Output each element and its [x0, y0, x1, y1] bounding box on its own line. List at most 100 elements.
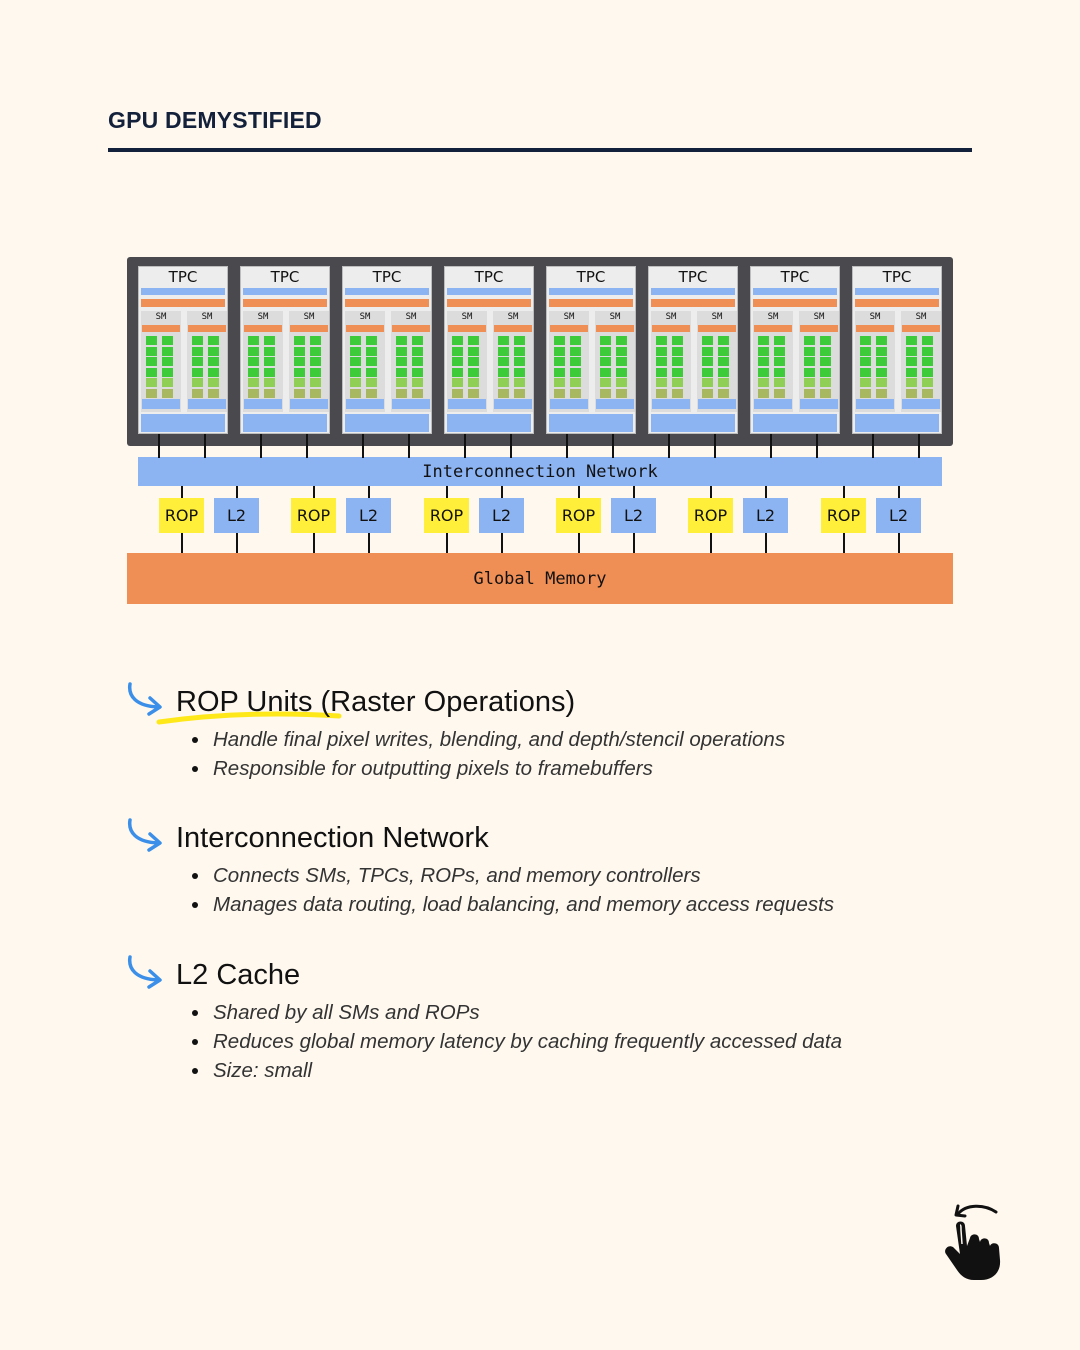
- core-cell: [146, 357, 157, 366]
- core-cell: [366, 378, 377, 387]
- l2-cache-unit: L2: [479, 498, 524, 533]
- curved-arrow-icon: [127, 682, 162, 716]
- core-cell: [616, 336, 627, 345]
- core-cell: [860, 378, 871, 387]
- core-cell: [616, 388, 627, 398]
- sm-blue-bar: [494, 399, 532, 409]
- core-cell: [702, 357, 713, 366]
- sm-blue-bar: [800, 399, 838, 409]
- core-cell: [820, 378, 831, 387]
- bullet-list: Connects SMs, TPCs, ROPs, and memory con…: [190, 861, 834, 919]
- core-cell: [468, 378, 479, 387]
- sm-blue-bar: [188, 399, 226, 409]
- sm-blue-bar: [652, 399, 690, 409]
- connector-line: [446, 486, 448, 499]
- sm-orange-bar: [698, 325, 736, 332]
- core-cell: [820, 346, 831, 356]
- list-item: Reduces global memory latency by caching…: [190, 1027, 842, 1056]
- sm-orange-bar: [290, 325, 328, 332]
- core-cell: [656, 357, 667, 366]
- rop-unit: ROP: [821, 498, 866, 533]
- core-cell: [264, 367, 275, 377]
- core-cell: [600, 367, 611, 377]
- core-cell: [498, 388, 509, 398]
- curved-arrow-icon: [127, 955, 162, 989]
- sm-label: SM: [813, 312, 825, 322]
- connector-line: [158, 434, 160, 458]
- connector-line: [765, 532, 767, 553]
- connector-line: [770, 434, 772, 458]
- interconnection-network: Interconnection Network: [138, 457, 942, 486]
- core-cell: [468, 357, 479, 366]
- connector-line: [501, 486, 503, 499]
- rop-unit: ROP: [424, 498, 469, 533]
- sm-blue-bar: [244, 399, 282, 409]
- connector-line: [362, 434, 364, 458]
- core-cell: [616, 346, 627, 356]
- core-cell: [922, 388, 933, 398]
- tpc-label: TPC: [270, 268, 300, 286]
- core-cell: [264, 378, 275, 387]
- core-cell: [570, 367, 581, 377]
- connector-line: [633, 486, 635, 499]
- connector-line: [313, 486, 315, 499]
- sm-block: SM: [595, 311, 635, 412]
- core-cell: [310, 346, 321, 356]
- core-cell: [264, 388, 275, 398]
- connector-line: [633, 532, 635, 553]
- sm-label: SM: [155, 312, 167, 322]
- rop-unit: ROP: [291, 498, 336, 533]
- tpc-blue-bar: [243, 288, 327, 295]
- core-cell: [860, 346, 871, 356]
- core-cell: [922, 378, 933, 387]
- core-cell: [452, 346, 463, 356]
- tpc-orange-bar: [651, 299, 735, 307]
- tpc-label: TPC: [576, 268, 606, 286]
- bullet-list: Handle final pixel writes, blending, and…: [190, 725, 785, 783]
- core-cell: [922, 367, 933, 377]
- core-cell: [208, 388, 219, 398]
- tpc-label: TPC: [780, 268, 810, 286]
- sm-label: SM: [201, 312, 213, 322]
- core-cell: [758, 336, 769, 345]
- core-cell: [452, 336, 463, 345]
- sm-block: SM: [345, 311, 385, 412]
- core-cell: [208, 378, 219, 387]
- core-cell: [672, 336, 683, 345]
- list-item: Manages data routing, load balancing, an…: [190, 890, 834, 919]
- core-cell: [860, 336, 871, 345]
- rop-unit: ROP: [556, 498, 601, 533]
- connector-line: [872, 434, 874, 458]
- connector-line: [204, 434, 206, 458]
- list-item: Handle final pixel writes, blending, and…: [190, 725, 785, 754]
- tpc-blue-bar: [141, 288, 225, 295]
- sm-block: SM: [391, 311, 431, 412]
- connector-line: [765, 486, 767, 499]
- core-cell: [366, 357, 377, 366]
- sm-orange-bar: [142, 325, 180, 332]
- core-cell: [718, 357, 729, 366]
- sm-blue-bar: [754, 399, 792, 409]
- core-cell: [146, 378, 157, 387]
- core-cell: [514, 346, 525, 356]
- core-cell: [718, 336, 729, 345]
- connector-line: [236, 486, 238, 499]
- connector-line: [918, 434, 920, 458]
- tpc-label: TPC: [474, 268, 504, 286]
- core-cell: [208, 367, 219, 377]
- core-cell: [310, 378, 321, 387]
- sm-blue-bar: [698, 399, 736, 409]
- sm-label: SM: [359, 312, 371, 322]
- core-cell: [350, 346, 361, 356]
- core-cell: [600, 388, 611, 398]
- core-cell: [468, 336, 479, 345]
- core-cell: [718, 378, 729, 387]
- list-item: Shared by all SMs and ROPs: [190, 998, 842, 1027]
- l2-cache-unit: L2: [214, 498, 259, 533]
- core-cell: [162, 388, 173, 398]
- core-cell: [162, 357, 173, 366]
- tpc-bottom-bar: [345, 414, 429, 432]
